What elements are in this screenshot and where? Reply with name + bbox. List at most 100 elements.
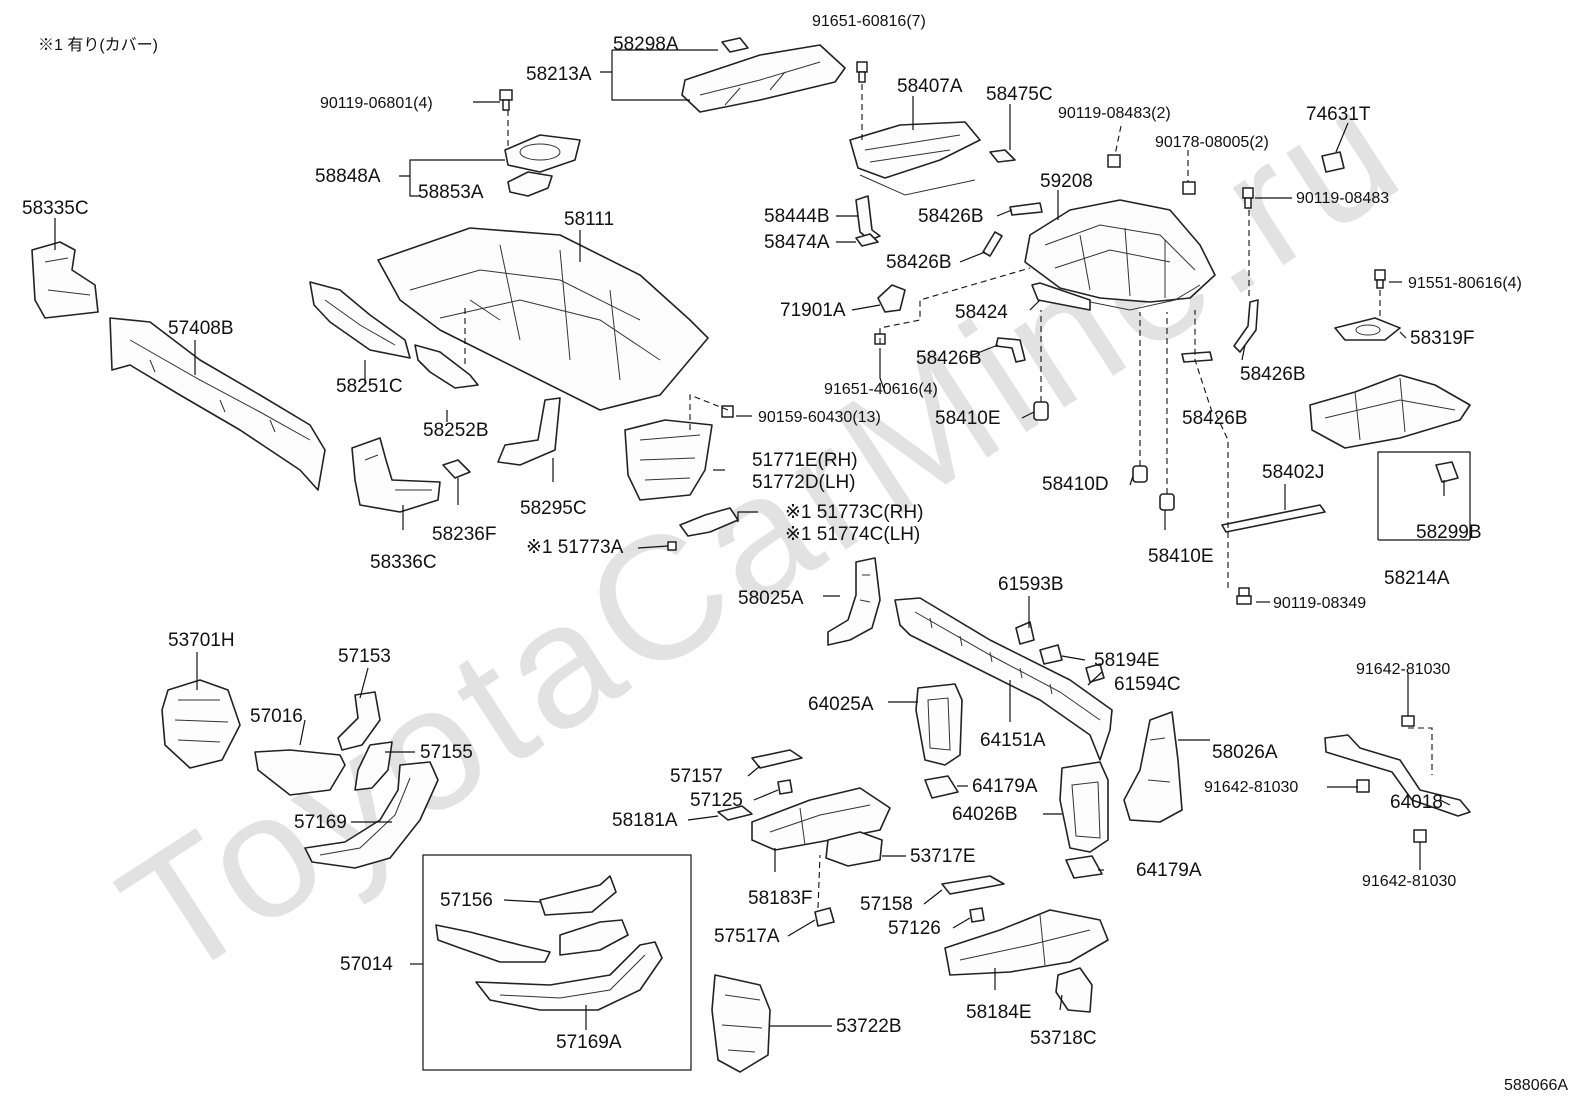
- part-57125: [777, 779, 793, 795]
- label-58025A: 58025A: [738, 588, 804, 609]
- label-91651-60816: 91651-60816(7): [812, 13, 926, 30]
- part-58026A: [1123, 711, 1183, 823]
- label-53722B: 53722B: [836, 1016, 902, 1037]
- label-58475C: 58475C: [986, 84, 1053, 105]
- part-58426B-b: [982, 231, 1003, 257]
- part-58848A: [504, 134, 581, 173]
- label-58299B: 58299B: [1416, 522, 1482, 543]
- part-58475C: [989, 149, 1016, 163]
- part-57408B: [109, 317, 326, 491]
- part-58402J: [1221, 504, 1326, 533]
- label-58295C: 58295C: [520, 498, 587, 519]
- label-58424: 58424: [955, 302, 1008, 323]
- label-91642-81030-3: 91642-81030: [1362, 873, 1456, 890]
- label-58426B-1: 58426B: [918, 206, 984, 227]
- part-58184E: [944, 909, 1109, 976]
- label-57169: 57169: [294, 812, 347, 833]
- part-61594C: [1085, 663, 1105, 683]
- part-57155: [354, 741, 393, 791]
- label-58426B-3: 58426B: [916, 348, 982, 369]
- label-64179A-1: 64179A: [972, 776, 1038, 797]
- cover-note: ※1 有り(カバー): [38, 36, 158, 54]
- label-58026A: 58026A: [1212, 742, 1278, 763]
- label-58474A: 58474A: [764, 232, 830, 253]
- bolt-90119-08483: [1242, 187, 1254, 209]
- label-64025A: 64025A: [808, 694, 874, 715]
- label-51773C: ※1 51773C(RH): [785, 502, 923, 523]
- label-58444B: 58444B: [764, 206, 830, 227]
- label-71901A: 71901A: [780, 300, 846, 321]
- label-58410E-2: 58410E: [1148, 546, 1214, 567]
- label-58410E-1: 58410E: [935, 408, 1001, 429]
- part-58426B-a: [1009, 202, 1043, 216]
- label-64179A-2: 64179A: [1136, 860, 1202, 881]
- label-58426B-4: 58426B: [1240, 364, 1306, 385]
- part-64026B: [1059, 761, 1109, 853]
- part-58853A: [507, 171, 553, 197]
- part-57169: [304, 761, 439, 869]
- part-57156: [539, 875, 617, 916]
- label-90119-06801: 90119-06801(4): [320, 95, 433, 112]
- label-51774C: ※1 51774C(LH): [785, 524, 920, 545]
- bolt-51773A: [667, 541, 677, 551]
- label-91551-80616: 91551-80616(4): [1408, 275, 1522, 292]
- part-58410E-b: [1159, 493, 1175, 511]
- part-labels: 58298A 58213A 91651-60816(7) 90119-06801…: [22, 13, 1522, 1053]
- label-91642-81030-2: 91642-81030: [1204, 779, 1298, 796]
- label-53718C: 53718C: [1030, 1028, 1097, 1049]
- part-58426B-d: [1181, 351, 1213, 363]
- label-57125: 57125: [690, 790, 743, 811]
- label-53717E: 53717E: [910, 846, 976, 867]
- part-64025A: [915, 683, 963, 766]
- part-64018: [1324, 734, 1471, 817]
- bolt-90119-06801: [499, 89, 513, 111]
- label-58853A: 58853A: [418, 182, 484, 203]
- label-58184E: 58184E: [966, 1002, 1032, 1023]
- part-58299B: [1435, 461, 1459, 483]
- label-57169A: 57169A: [556, 1032, 622, 1053]
- label-58426B-2: 58426B: [886, 252, 952, 273]
- part-57014-rail: [435, 924, 551, 963]
- label-58236F: 58236F: [432, 524, 496, 545]
- label-58402J: 58402J: [1262, 462, 1324, 483]
- bolt-91642-81030-b: [1356, 779, 1370, 793]
- part-57169A: [475, 941, 663, 1011]
- label-64026B: 64026B: [952, 804, 1018, 825]
- bolt-91642-81030-c: [1413, 829, 1427, 843]
- label-91642-81030-1: 91642-81030: [1356, 661, 1450, 678]
- label-58335C: 58335C: [22, 198, 89, 219]
- part-58319F: [1334, 317, 1401, 341]
- part-58410D: [1132, 465, 1148, 483]
- part-58444B: [855, 195, 881, 241]
- label-57153: 57153: [338, 646, 391, 667]
- part-58410E-a: [1033, 401, 1049, 421]
- label-58194E: 58194E: [1094, 650, 1160, 671]
- label-51771E: 51771E(RH): [752, 450, 858, 471]
- part-58251C: [309, 281, 411, 359]
- label-58848A: 58848A: [315, 166, 381, 187]
- label-58252B: 58252B: [423, 420, 489, 441]
- part-53701H: [161, 679, 241, 769]
- part-53722B: [711, 974, 771, 1073]
- part-64179A-b: [1065, 855, 1103, 879]
- label-58181A: 58181A: [612, 810, 678, 831]
- label-57158: 57158: [860, 894, 913, 915]
- label-64151A: 64151A: [980, 730, 1046, 751]
- part-58424: [1031, 282, 1091, 311]
- part-58111: [377, 227, 709, 411]
- bolt-91651-60816: [856, 61, 868, 83]
- label-57126: 57126: [888, 918, 941, 939]
- label-58251C: 58251C: [336, 376, 403, 397]
- label-91651-40616: 91651-40616(4): [824, 381, 938, 398]
- label-57014: 57014: [340, 954, 393, 975]
- part-53717E: [825, 831, 883, 867]
- part-58474A: [855, 233, 879, 247]
- label-58183F: 58183F: [748, 888, 812, 909]
- label-58214A: 58214A: [1384, 568, 1450, 589]
- part-58236F: [442, 459, 471, 479]
- part-58181A: [717, 805, 753, 821]
- label-58111: 58111: [564, 209, 614, 230]
- bolt-90119-08483-2: [1107, 154, 1121, 168]
- part-59208: [1024, 199, 1216, 303]
